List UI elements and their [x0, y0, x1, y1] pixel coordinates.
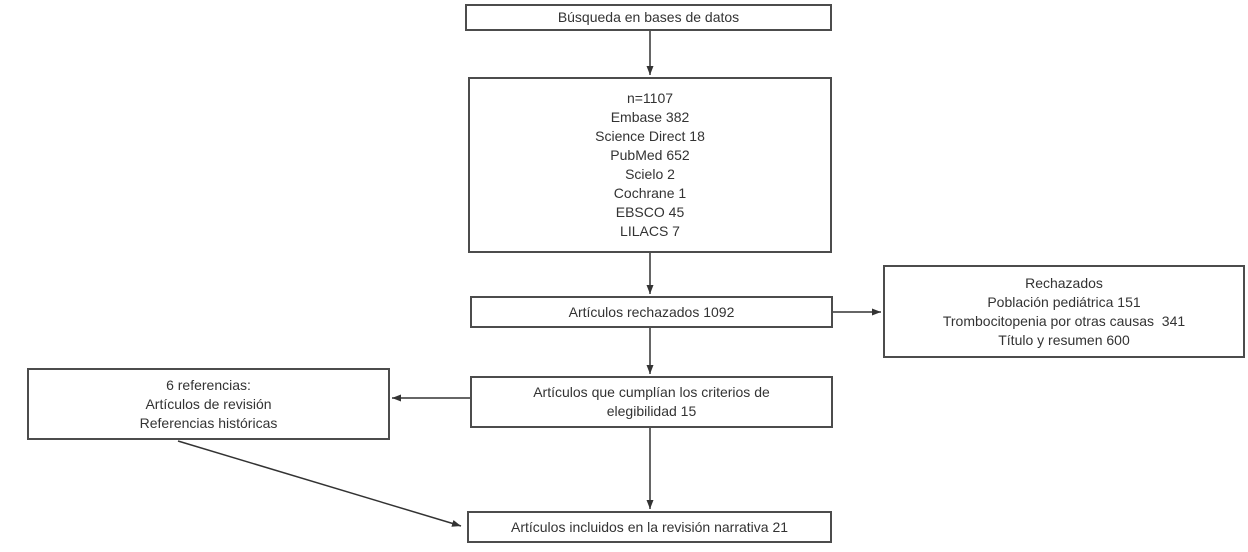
rejection-reason-pediatric: Población pediátrica 151	[987, 293, 1141, 310]
box-articles-rejected-text: Artículos rechazados 1092	[568, 303, 735, 320]
box-articles-eligible-text-1: Artículos que cumplían los criterios de	[533, 384, 770, 400]
records-lilacs: LILACS 7	[620, 223, 680, 239]
records-ebsco: EBSCO 45	[615, 204, 685, 220]
rejection-reason-title-abstract: Título y resumen 600	[998, 331, 1130, 348]
rejection-reason-thrombocytopenia: Trombocitopenia por otras causas 341	[942, 312, 1186, 329]
records-embase: Embase 382	[610, 109, 690, 125]
box-articles-included: Artículos incluidos en la revisión narra…	[467, 511, 832, 543]
box-database-search: Búsqueda en bases de datos	[465, 4, 832, 31]
records-pubmed: PubMed 652	[610, 147, 690, 163]
rejection-reasons-title: Rechazados	[1025, 274, 1103, 291]
records-total: n=1107	[626, 90, 674, 106]
records-scielo: Scielo 2	[625, 166, 675, 182]
box-articles-rejected: Artículos rechazados 1092	[470, 296, 833, 328]
references-historical: Referencias históricas	[139, 414, 278, 431]
box-additional-references: 6 referencias: Artículos de revisión Ref…	[27, 368, 390, 440]
arrow-references-to-included	[177, 440, 462, 527]
box-articles-eligible: Artículos que cumplían los criterios de …	[470, 376, 833, 428]
box-rejection-reasons: Rechazados Población pediátrica 151 Trom…	[883, 265, 1245, 358]
box-database-search-text: Búsqueda en bases de datos	[557, 9, 740, 25]
box-records-identified: n=1107 Embase 382 Science Direct 18 PubM…	[468, 77, 832, 253]
records-science-direct: Science Direct 18	[595, 128, 705, 144]
box-articles-eligible-text-2: elegibilidad 15	[606, 403, 697, 419]
references-review-articles: Artículos de revisión	[145, 395, 272, 412]
box-articles-included-text: Artículos incluidos en la revisión narra…	[510, 518, 789, 535]
records-cochrane: Cochrane 1	[613, 185, 687, 201]
references-title: 6 referencias:	[166, 376, 251, 393]
